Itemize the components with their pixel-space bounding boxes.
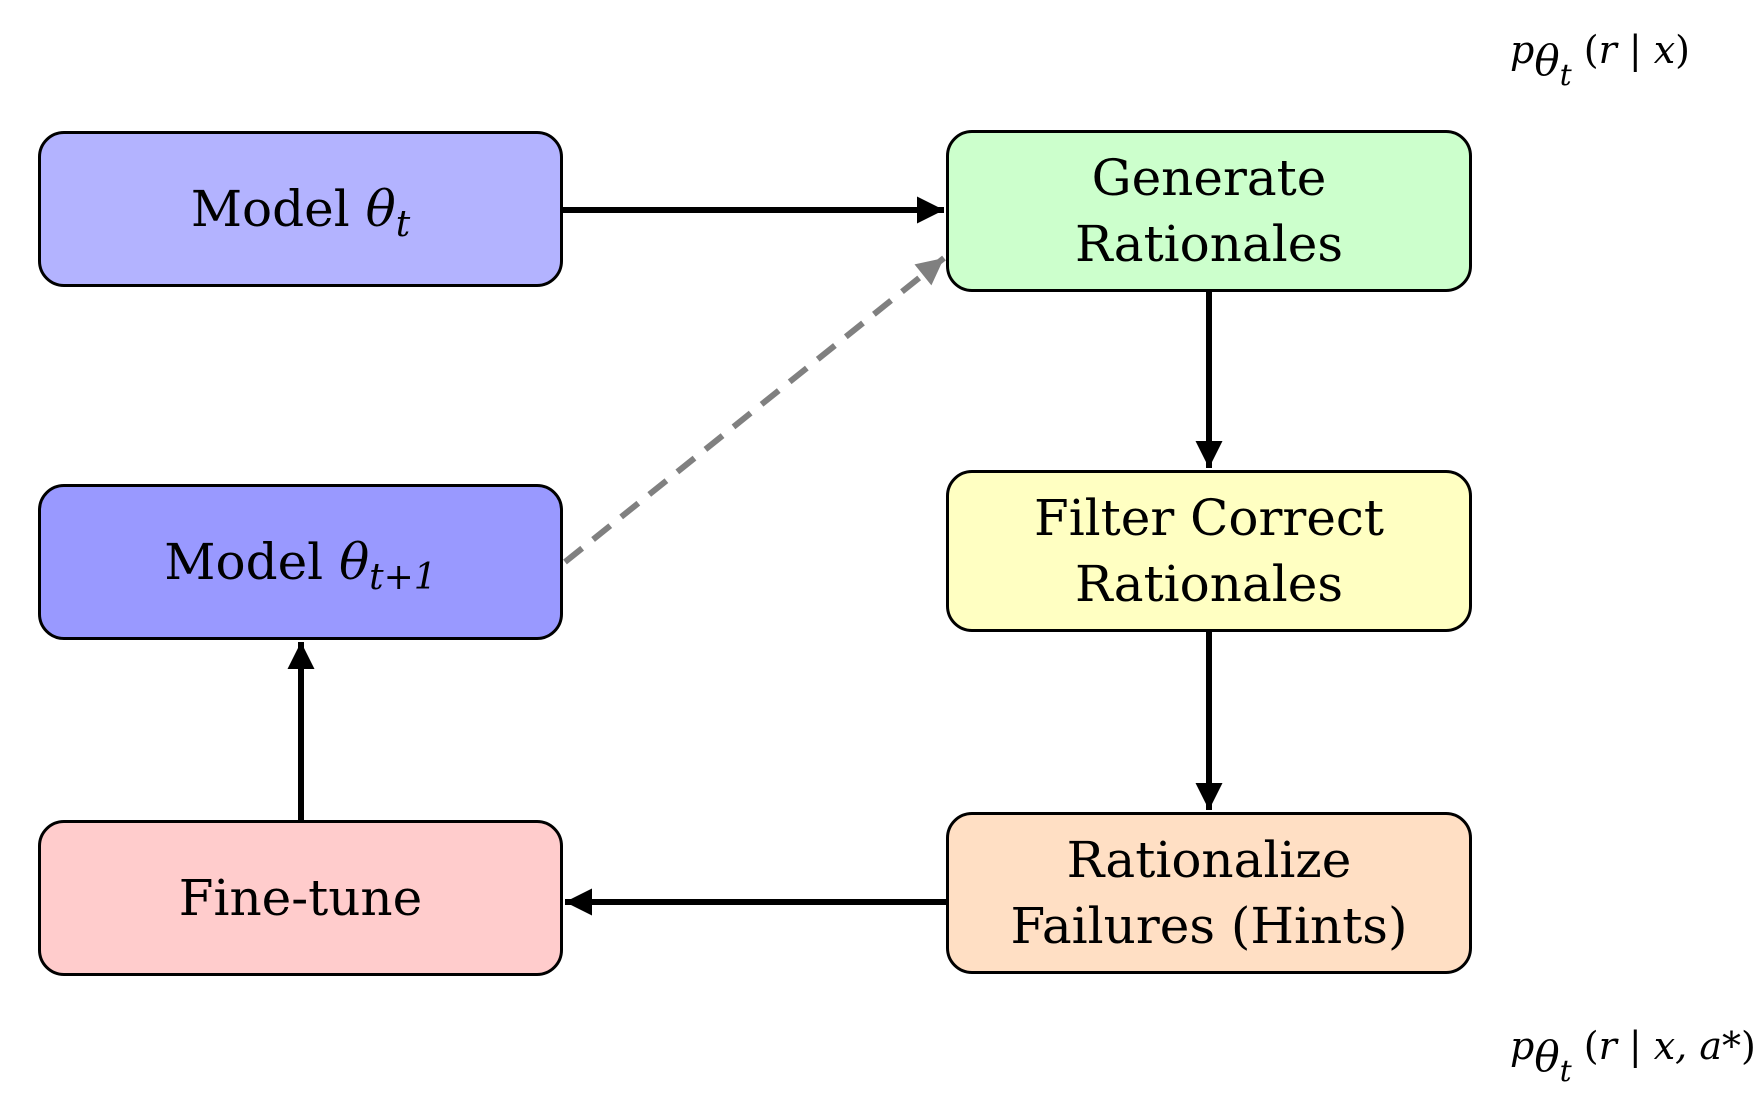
rationalize-failures-node: Rationalize Failures (Hints) <box>946 812 1472 974</box>
fine-tune-node: Fine-tune <box>38 820 563 976</box>
probability-formula-generate: pθt (r | x) <box>1510 28 1690 93</box>
model-theta-t-node: Model θt <box>38 131 563 287</box>
filter-correct-rationales-label: Filter Correct Rationales <box>1034 489 1384 613</box>
model-theta-t-label: Model θt <box>190 180 411 245</box>
generate-rationales-node: Generate Rationales <box>946 130 1472 292</box>
model-theta-t-plus-1-label: Model θt+1 <box>164 533 437 598</box>
edge-model-next-to-generate-dashed <box>563 255 946 565</box>
rationalize-failures-label: Rationalize Failures (Hints) <box>1010 831 1408 955</box>
fine-tune-label: Fine-tune <box>178 869 423 927</box>
probability-formula-rationalize: pθt (r | x, a*) <box>1510 1024 1756 1089</box>
generate-rationales-label: Generate Rationales <box>1074 149 1344 273</box>
model-theta-t-plus-1-node: Model θt+1 <box>38 484 563 640</box>
filter-correct-rationales-node: Filter Correct Rationales <box>946 470 1472 632</box>
